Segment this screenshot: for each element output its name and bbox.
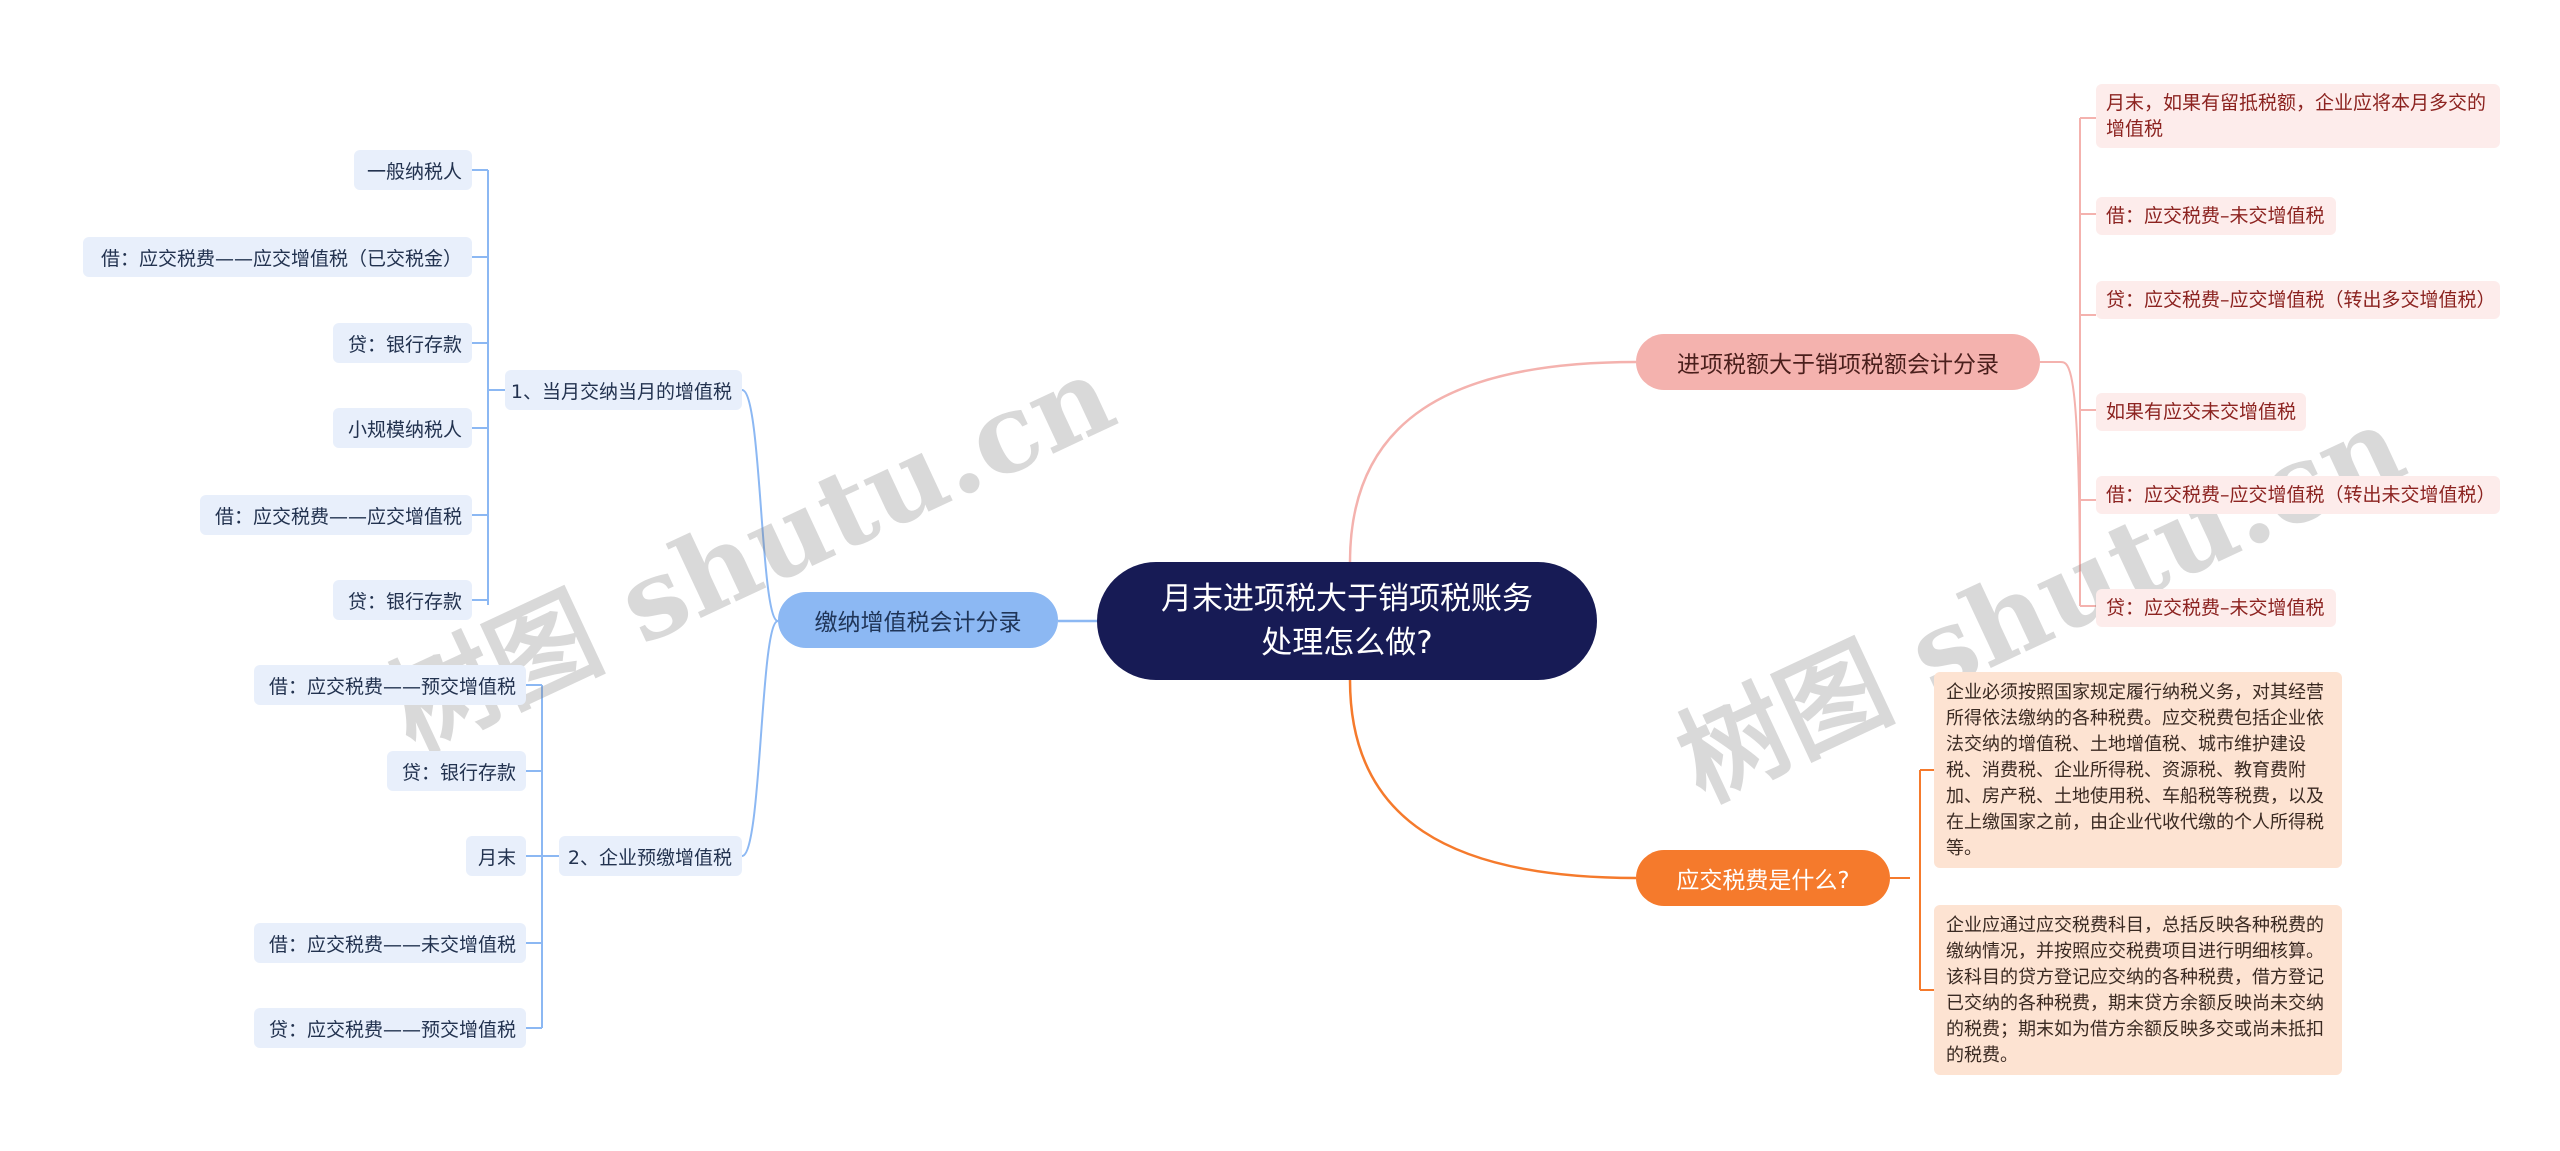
topic-input-exceeds-output[interactable]: 进项税额大于销项税额会计分录	[1636, 334, 2040, 390]
leaf-item[interactable]: 贷：银行存款	[333, 323, 472, 363]
leaf-item[interactable]: 借：应交税费——预交增值税	[254, 665, 526, 705]
leaf-item[interactable]: 月末	[466, 836, 526, 876]
topic-what-is-tax-payable[interactable]: 应交税费是什么?	[1636, 850, 1890, 906]
root-topic[interactable]: 月末进项税大于销项税账务处理怎么做?	[1097, 562, 1597, 680]
leaf-item[interactable]: 贷：应交税费——预交增值税	[254, 1008, 526, 1048]
leaf-item[interactable]: 借：应交税费——应交增值税	[200, 495, 472, 535]
bracket-sub2	[526, 684, 559, 1029]
leaf-item[interactable]: 借：应交税费–未交增值税	[2096, 197, 2336, 235]
bracket-red	[2040, 117, 2096, 607]
leaf-item[interactable]: 贷：银行存款	[333, 580, 472, 620]
link-left-sub2	[741, 620, 779, 857]
root-topic-label: 月末进项税大于销项税账务处理怎么做?	[1161, 581, 1533, 661]
leaf-item[interactable]: 贷：应交税费–应交增值税（转出多交增值税）	[2096, 281, 2500, 319]
subtopic-prepaid-vat[interactable]: 2、企业预缴增值税	[559, 836, 742, 876]
leaf-item[interactable]: 如果有应交未交增值税	[2096, 393, 2306, 431]
subtopic-monthly-vat[interactable]: 1、当月交纳当月的增值税	[505, 370, 742, 410]
leaf-item[interactable]: 一般纳税人	[354, 150, 472, 190]
leaf-item[interactable]: 小规模纳税人	[333, 408, 472, 448]
paragraph-item[interactable]: 企业应通过应交税费科目，总括反映各种税费的缴纳情况，并按照应交税费项目进行明细核…	[1934, 905, 2342, 1075]
leaf-item[interactable]: 借：应交税费——应交增值税（已交税金）	[83, 237, 472, 277]
leaf-item[interactable]: 借：应交税费——未交增值税	[254, 923, 526, 963]
topic-label: 进项税额大于销项税额会计分录	[1677, 352, 1999, 378]
bracket-orange	[1890, 769, 1934, 991]
paragraph-item[interactable]: 企业必须按照国家规定履行纳税义务，对其经营所得依法缴纳的各种税费。应交税费包括企…	[1934, 672, 2342, 868]
leaf-item[interactable]: 贷：应交税费–未交增值税	[2096, 589, 2336, 627]
link-root-orange	[1348, 679, 1637, 880]
topic-pay-vat-entries[interactable]: 缴纳增值税会计分录	[778, 592, 1058, 648]
leaf-item[interactable]: 借：应交税费–应交增值税（转出未交增值税）	[2096, 476, 2500, 514]
bracket-sub1	[472, 169, 505, 605]
leaf-item[interactable]: 月末，如果有留抵税额，企业应将本月多交的增值税	[2096, 84, 2500, 148]
link-root-red	[1348, 360, 1637, 563]
link-left-sub1	[741, 389, 779, 622]
topic-label: 缴纳增值税会计分录	[814, 610, 1022, 636]
leaf-item[interactable]: 贷：银行存款	[387, 751, 526, 791]
topic-label: 应交税费是什么?	[1676, 868, 1850, 894]
